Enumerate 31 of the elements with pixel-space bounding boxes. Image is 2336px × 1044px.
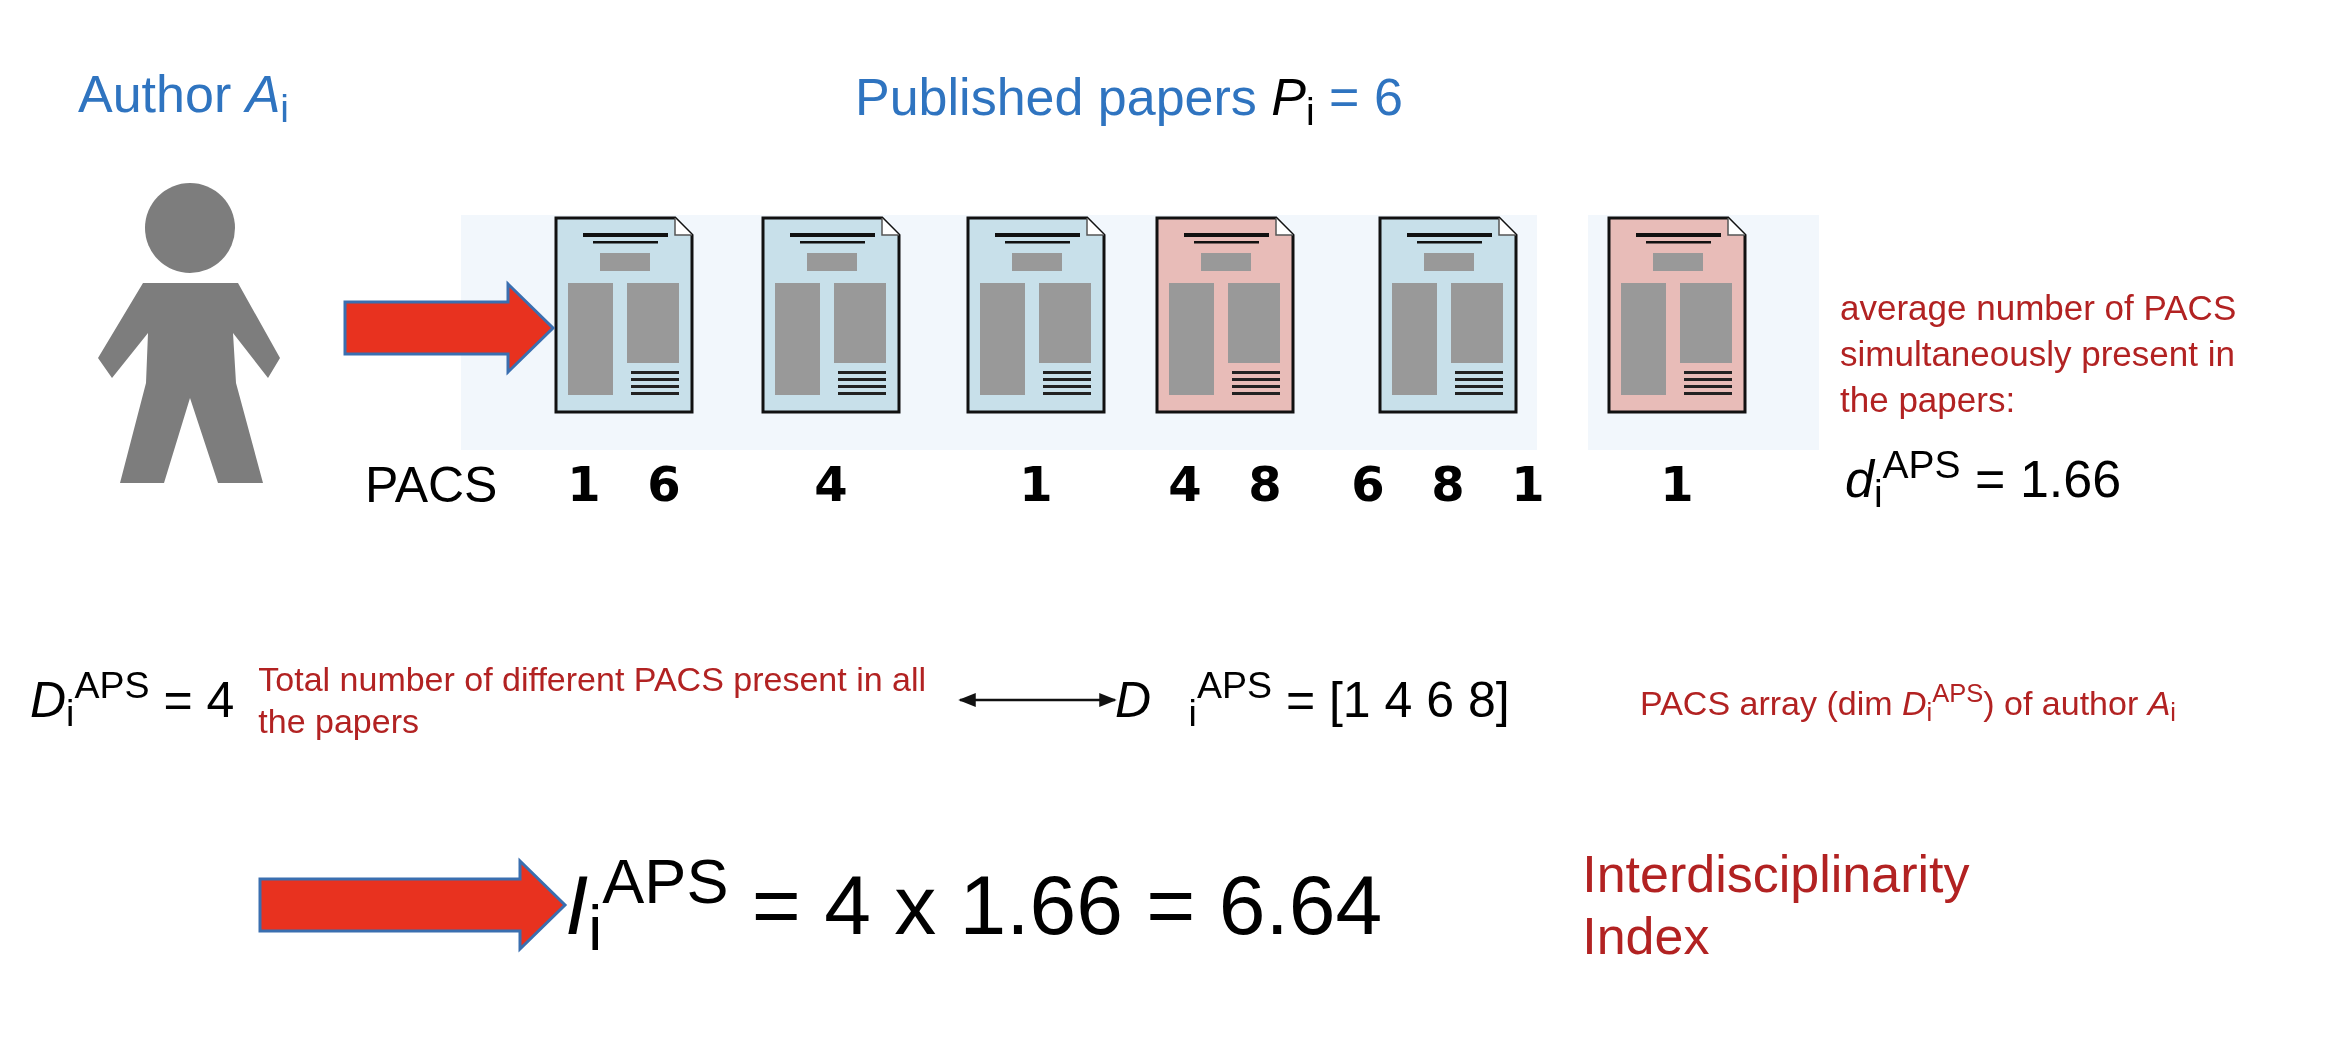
- papers-heading: Published papers P$_{i}$ = 6: [855, 67, 1403, 135]
- pacs-label: PACS: [365, 456, 498, 515]
- index-label: Interdisciplinarity Index: [1582, 844, 1971, 967]
- note-text: average number of PACS simultaneously present in the papers:: [1840, 287, 2238, 421]
- pacs-number: 8: [1431, 455, 1465, 514]
- formula: d$_{i}$$^{APS}$ = 1.66: [1845, 441, 2122, 517]
- formula: D$_{i}$$^{APS}$ = 4: [30, 662, 235, 736]
- block-arrow: [258, 857, 568, 953]
- document-icon: [760, 215, 902, 415]
- pacs-number: 1: [1660, 455, 1694, 514]
- author-heading: Author A$_{i}$: [78, 64, 289, 132]
- block-arrow: [343, 280, 556, 376]
- document-icon: [965, 215, 1107, 415]
- document-icon: [1606, 215, 1748, 415]
- pacs-number: 6: [1351, 455, 1385, 514]
- pacs-number: 1: [1019, 455, 1053, 514]
- formula: I$_{i}$$^{APS}$ = 4 x 1.66 = 6.64: [565, 844, 1383, 965]
- document-icon: [1154, 215, 1296, 415]
- paper-band: [461, 215, 1537, 450]
- double-arrow: [958, 693, 1117, 707]
- pacs-number: 4: [1168, 455, 1202, 514]
- paper-band: [1588, 215, 1819, 450]
- pacs-number: 6: [647, 455, 681, 514]
- document-icon: [553, 215, 695, 415]
- pacs-number: 4: [814, 455, 848, 514]
- pacs-number: 1: [567, 455, 601, 514]
- formula: D⃗$_{i}$$^{APS}$ = [1 4 6 8]: [1115, 662, 1510, 736]
- note-text: Total number of different PACS present in all the papers: [258, 659, 928, 742]
- pacs-number: 8: [1248, 455, 1282, 514]
- note-text: PACS array (dim D$_{i}$$^{APS}$) of author A$_{i}$: [1640, 678, 2177, 729]
- pacs-number: 1: [1511, 455, 1545, 514]
